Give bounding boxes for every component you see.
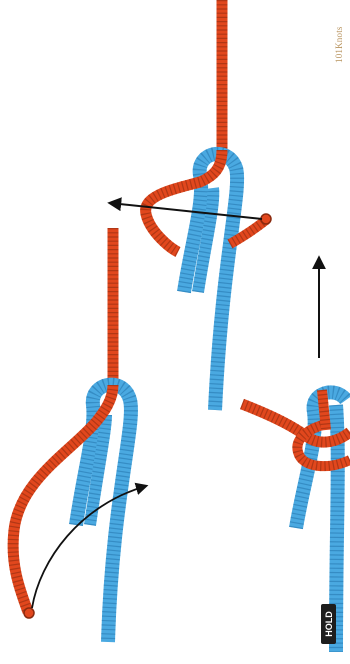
brand-watermark: 101Knots bbox=[334, 20, 348, 70]
hold-label-tag: HOLD bbox=[321, 604, 336, 644]
step-3-illustration bbox=[242, 258, 350, 652]
step-2-rope-end bbox=[24, 608, 34, 618]
hold-label: HOLD bbox=[324, 611, 334, 637]
step-1-illustration bbox=[110, 0, 271, 410]
step-2-illustration bbox=[13, 228, 146, 642]
step-1-rope-end bbox=[261, 214, 271, 224]
